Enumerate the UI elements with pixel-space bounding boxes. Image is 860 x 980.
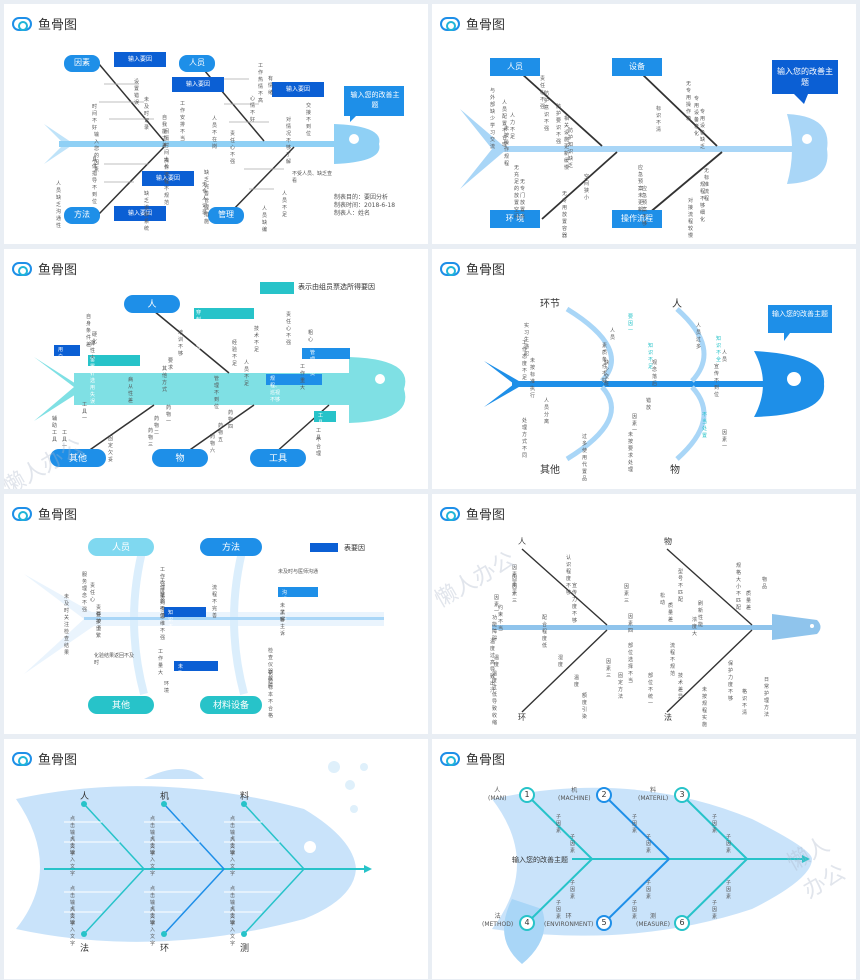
panel-header: 鱼骨图 (440, 14, 505, 33)
cat-material: 物 (664, 537, 672, 546)
panel-header: 鱼骨图 (440, 259, 505, 278)
logo-icon (440, 751, 460, 766)
panel-header: 鱼骨图 (12, 259, 77, 278)
theme-bubble[interactable]: 输入您的改善主题 (777, 67, 833, 87)
panel-7: 鱼骨图 人 机 料 法 环 测 点击输入文字 点击输入文字 点击输入文字 点击输… (4, 739, 428, 979)
cat-factor: 因素 (74, 58, 90, 67)
theme-bubble[interactable]: 输入您的改善主题 (350, 91, 400, 109)
input-box[interactable]: 输入要因 (185, 81, 210, 88)
logo-icon (12, 16, 32, 31)
fishbone-diagram-6 (492, 548, 821, 713)
theme-text[interactable]: 输入您的改善主题 (512, 856, 568, 864)
input-box[interactable]: 输入要因 (127, 210, 152, 217)
cat-staff: 人员 (111, 543, 130, 553)
logo-icon (12, 506, 32, 521)
panel-title: 鱼骨图 (466, 753, 506, 768)
fishbone-diagram-3 (34, 282, 406, 467)
cat-material: 材料设备 (212, 701, 249, 711)
cat-material: 物 (175, 454, 185, 464)
cat-manage: 管理 (218, 210, 234, 219)
panel-header: 鱼骨图 (12, 14, 77, 33)
cat-equipment: 设备 (629, 62, 645, 71)
fishbone-diagram-4 (484, 305, 832, 462)
panel-title: 鱼骨图 (466, 508, 506, 523)
panel-6: 鱼骨图 人 物 环 法 认识程度不够 因素一 因素二 因素三 宣传力度不够 因素… (432, 494, 856, 734)
panel-title: 鱼骨图 (38, 18, 78, 33)
panel-5: 鱼骨图 人员 方法 其他 材料设备 表要因 服务理念不强 责任心 未及时关注检查… (4, 494, 428, 734)
panel-header: 鱼骨图 (12, 504, 77, 523)
cat-people: 人员 (507, 62, 523, 71)
cat-label-2: 机(MACHINE) (558, 787, 591, 802)
legend-text: 表示由组员票选所得要因 (298, 283, 375, 291)
logo-icon (440, 506, 460, 521)
cat-label-4: 法(METHOD) (482, 913, 514, 928)
panel-title: 鱼骨图 (466, 18, 506, 33)
cat-number-6: 6 (679, 918, 685, 927)
logo-icon (12, 261, 32, 276)
panel-title: 鱼骨图 (38, 508, 78, 523)
panel-header: 鱼骨图 (440, 504, 505, 523)
cat-link: 环节 (540, 299, 560, 310)
cat-method: 方法 (221, 543, 240, 553)
cat-method: 方法 (74, 210, 90, 219)
panel-header: 鱼骨图 (12, 749, 77, 768)
cat-number-2: 2 (601, 790, 607, 799)
panel-title: 鱼骨图 (38, 263, 78, 278)
fishbone-diagram-7 (16, 761, 372, 942)
cat-people: 人 (147, 300, 157, 310)
cat-number-3: 3 (679, 790, 685, 799)
cat-environment: 环 (518, 713, 526, 722)
panel-4: 鱼骨图 环节 人 其他 物 输入您的改善主题 实习生违犯 工作态度不足 未按标准… (432, 249, 856, 489)
input-box[interactable]: 输入要因 (285, 86, 310, 93)
panel-3: 鱼骨图 人 其他 物 工具 表示由组员票选所得要因 自身条件差 硬化 弹性大 用… (4, 249, 428, 489)
cat-other: 其他 (68, 454, 87, 464)
cat-tool: 工具 (268, 454, 287, 464)
input-box[interactable]: 输入要因 (155, 175, 180, 182)
cat-label-6: 测(MEASURE) (636, 913, 670, 928)
cat-material: 料 (240, 792, 250, 802)
cat-number-5: 5 (601, 918, 607, 927)
cat-machine: 机 (160, 792, 170, 802)
cat-environment: 环 境 (505, 214, 525, 223)
panel-1: 鱼骨图 因素 人员 方法 管理 输入要因 输入要因 输入要因 输入要因 输入要因… (4, 4, 428, 244)
cat-process: 操作流程 (621, 214, 653, 223)
input-box[interactable]: 输入要因 (127, 56, 152, 63)
panel-8: 鱼骨图 1 2 3 4 5 6 人(MAN) 机(MACHINE) 料(MATE… (432, 739, 856, 979)
logo-icon (440, 16, 460, 31)
cat-people: 人员 (189, 58, 205, 67)
cat-environment: 环 (160, 944, 170, 954)
cat-people: 人 (518, 537, 526, 546)
logo-icon (440, 261, 460, 276)
cat-people: 人 (80, 792, 90, 802)
cat-people: 人 (672, 299, 682, 310)
fishbone-diagram-1 (44, 52, 404, 224)
cat-other: 其他 (111, 701, 130, 711)
panel-header: 鱼骨图 (440, 749, 505, 768)
cat-method: 法 (664, 713, 672, 722)
panel-title: 鱼骨图 (38, 753, 78, 768)
cat-other: 其他 (540, 465, 560, 476)
cat-label-3: 料(MATERIL) (638, 787, 669, 802)
cat-material: 物 (670, 465, 680, 476)
logo-icon (12, 751, 32, 766)
cat-number-1: 1 (524, 790, 530, 799)
cat-measure: 测 (240, 944, 250, 954)
cat-method: 法 (80, 944, 90, 954)
panel-2: 鱼骨图 人员 设备 环 境 操作流程 输入您的改善主题 责任心不强 与外部缺少学… (432, 4, 856, 244)
cat-number-4: 4 (524, 918, 530, 927)
fishbone-diagram-2 (460, 58, 838, 228)
cat-label-1: 人(MAN) (488, 787, 507, 802)
cat-label-5: 环(ENVIRONMENT) (544, 913, 594, 928)
legend-text: 表要因 (344, 544, 365, 552)
fishbone-diagram-8 (492, 787, 812, 964)
theme-bubble[interactable]: 输入您的改善主题 (772, 310, 828, 318)
panel-title: 鱼骨图 (466, 263, 506, 278)
fishbone-diagram-5 (24, 538, 384, 714)
